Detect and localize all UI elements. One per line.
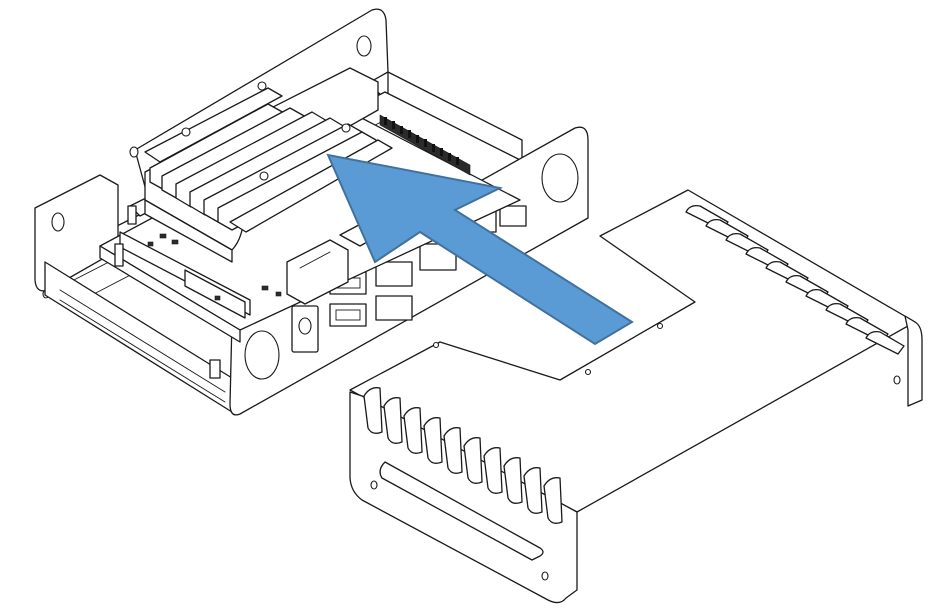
lid-vent-slots-top [685,204,905,355]
enclosure-lid [349,189,923,604]
insertion-arrow [326,153,634,346]
gpio-header [379,114,471,176]
lid-vent-slots-front [363,387,563,524]
